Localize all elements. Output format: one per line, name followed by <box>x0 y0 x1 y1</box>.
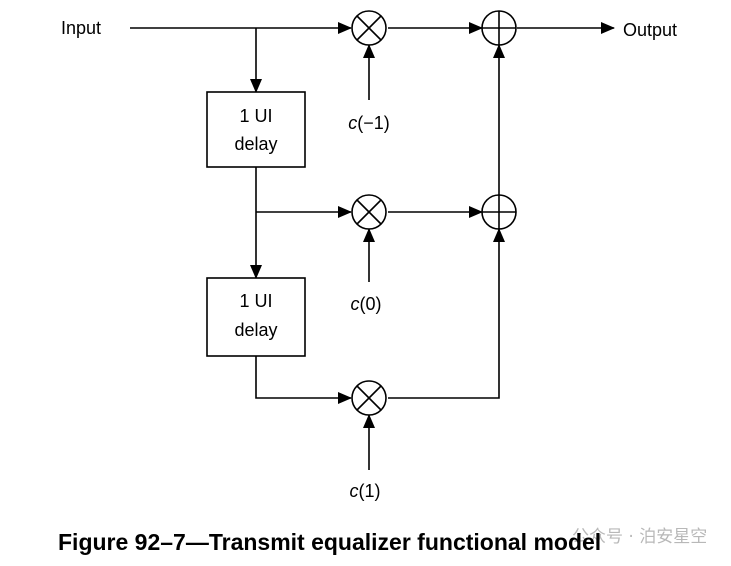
multiplier-3 <box>351 380 387 416</box>
delay-block-2-line2: delay <box>234 320 277 340</box>
delay-block-1 <box>206 91 306 168</box>
delay-block-2-line1: 1 UI <box>239 291 272 311</box>
delay-block-1-line1: 1 UI <box>239 106 272 126</box>
coef-label-minus1: c(−1) <box>348 113 390 133</box>
coef-label-0: c(0) <box>351 294 382 314</box>
figure-caption: Figure 92–7—Transmit equalizer functiona… <box>58 529 601 555</box>
mult3-to-adder2-line <box>388 228 505 399</box>
coef-label-1: c(1) <box>350 481 381 501</box>
delay-block-2 <box>206 277 306 357</box>
adder-2 <box>481 194 517 230</box>
adder-1 <box>481 10 517 46</box>
multiplier-2 <box>351 194 387 230</box>
input-label: Input <box>61 18 101 38</box>
watermark: 公众号 · 泊安星空 <box>572 527 707 547</box>
output-label: Output <box>623 20 677 40</box>
delay-block-1-line2: delay <box>234 134 277 154</box>
delay2-to-mult3-line <box>255 356 352 404</box>
multiplier-1 <box>351 10 387 46</box>
